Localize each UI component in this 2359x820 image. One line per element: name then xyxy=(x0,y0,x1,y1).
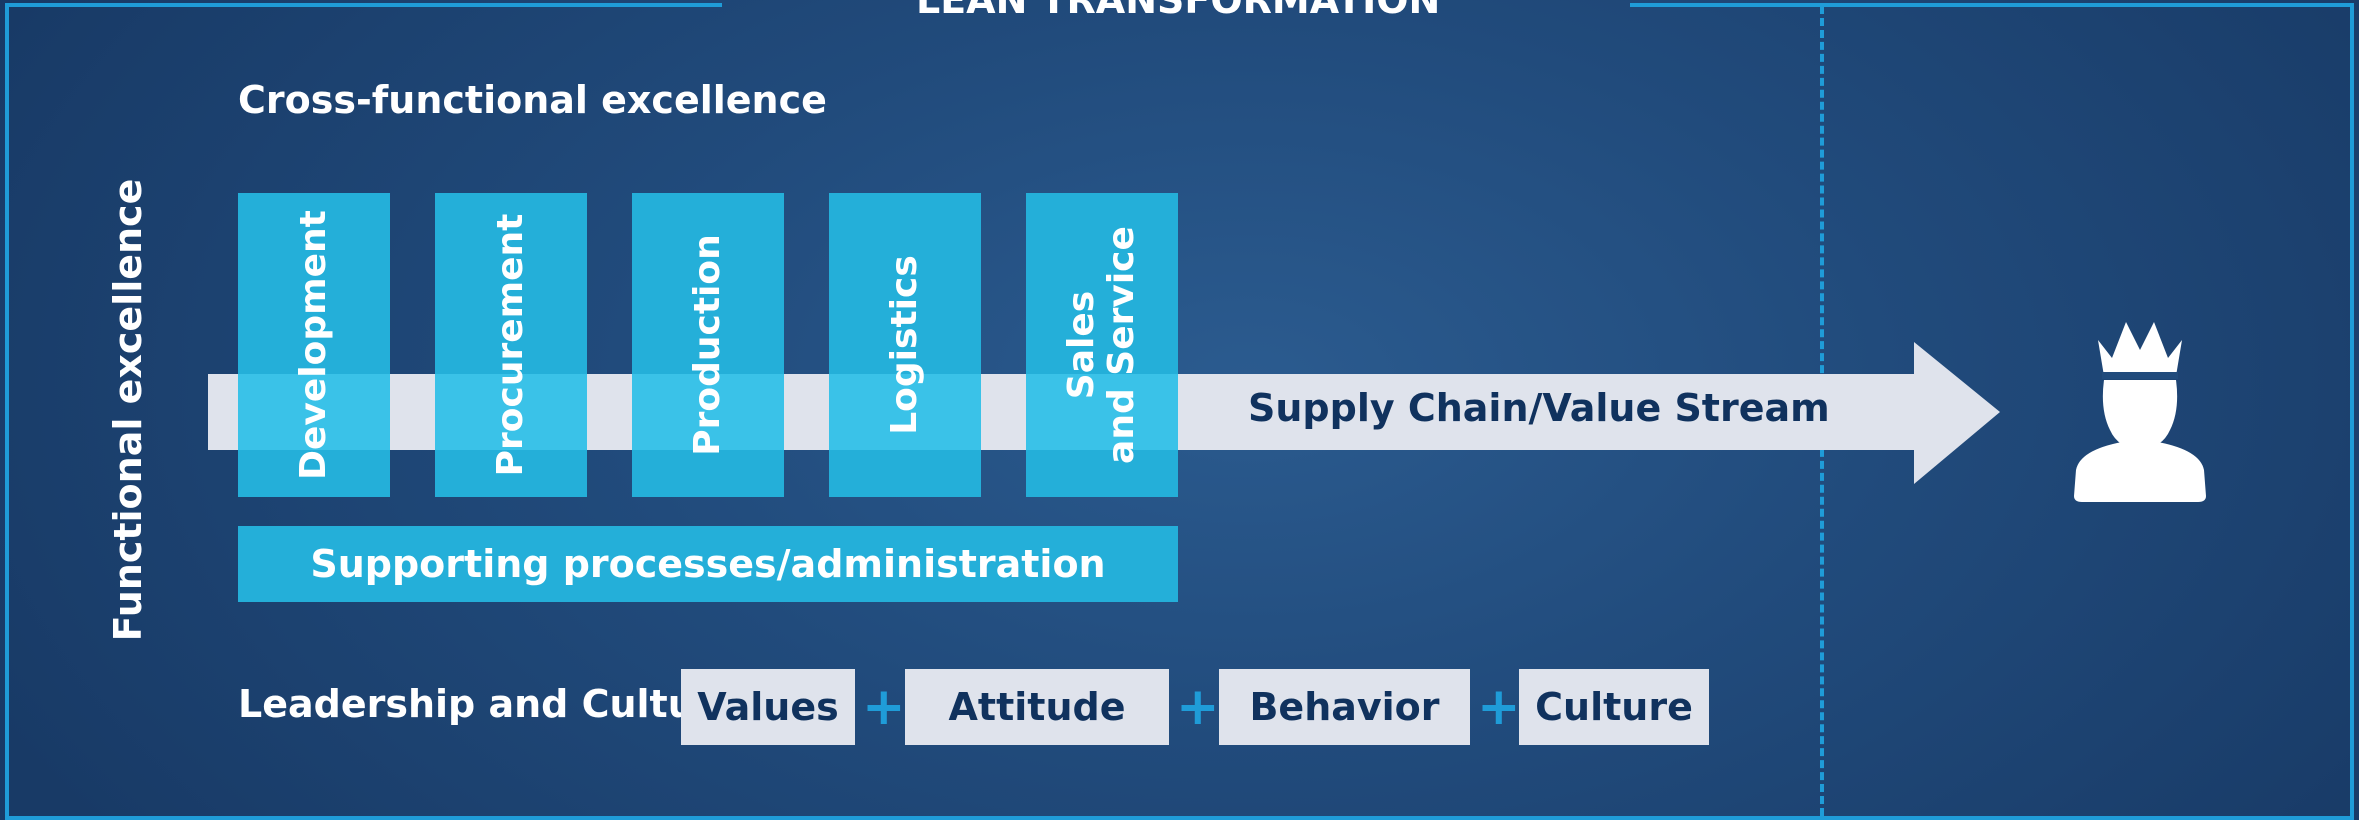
function-label-procurement: Procurement xyxy=(490,213,531,477)
frame-right xyxy=(2350,3,2354,820)
frame-bottom xyxy=(5,816,2354,820)
supporting-processes-box: Supporting processes/administration xyxy=(238,526,1178,602)
function-box-development: Development xyxy=(238,193,390,497)
function-label-sales-service: Sales and Service xyxy=(1061,226,1142,464)
crowned-customer-icon xyxy=(2074,322,2206,502)
function-label-production: Production xyxy=(687,234,728,456)
function-box-procurement: Procurement xyxy=(435,193,587,497)
value-box-attitude: Attitude xyxy=(905,669,1169,745)
plus-sign-3: + xyxy=(1477,677,1521,737)
frame-top-right xyxy=(1630,3,2354,7)
cross-functional-label: Cross-functional excellence xyxy=(238,78,827,122)
leadership-culture-label: Leadership and Culture xyxy=(238,682,740,726)
function-box-logistics: Logistics xyxy=(829,193,981,497)
frame-top-left xyxy=(5,3,722,7)
function-label-development: Development xyxy=(293,210,334,480)
frame-left xyxy=(5,3,9,820)
sales-line-2: and Service xyxy=(1101,226,1142,464)
diagram-title: LEAN TRANSFORMATION xyxy=(916,0,1441,22)
function-box-production: Production xyxy=(632,193,784,497)
value-box-culture: Culture xyxy=(1519,669,1709,745)
value-box-behavior: Behavior xyxy=(1219,669,1470,745)
function-label-logistics: Logistics xyxy=(884,255,925,435)
value-box-values: Values xyxy=(681,669,855,745)
plus-sign-2: + xyxy=(1176,677,1220,737)
plus-sign-1: + xyxy=(862,677,906,737)
function-box-sales-service: Sales and Service xyxy=(1026,193,1178,497)
supply-chain-label: Supply Chain/Value Stream xyxy=(1248,386,1830,430)
sales-line-1: Sales xyxy=(1061,290,1102,400)
